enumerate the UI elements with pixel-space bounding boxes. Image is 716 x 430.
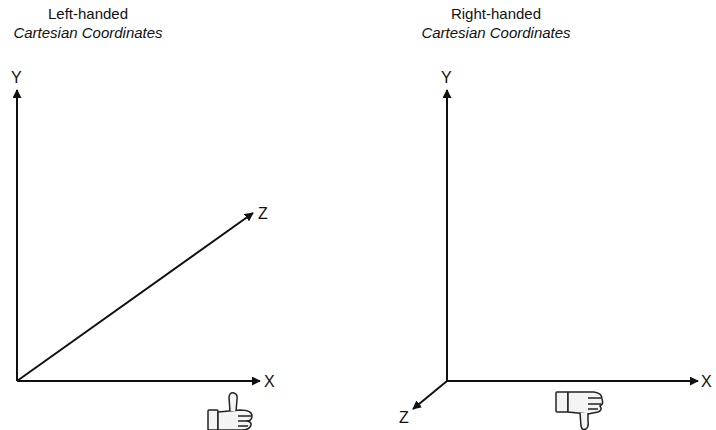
right-axes bbox=[413, 90, 698, 409]
system-subtitle: Cartesian Coordinates bbox=[13, 25, 162, 40]
axis-label: X bbox=[701, 374, 712, 390]
axis-label: Y bbox=[11, 70, 22, 86]
system-title: Right-handed bbox=[451, 6, 541, 21]
system-title: Left-handed bbox=[48, 6, 128, 21]
thumb-up-hand bbox=[208, 393, 252, 430]
thumb-down-hand bbox=[556, 392, 603, 430]
axis-label: Y bbox=[441, 70, 452, 86]
system-subtitle: Cartesian Coordinates bbox=[421, 25, 570, 40]
axis-label: Z bbox=[399, 410, 409, 426]
left-axes bbox=[17, 90, 260, 381]
axis-label: X bbox=[264, 374, 275, 390]
axis-label: Z bbox=[258, 206, 268, 222]
